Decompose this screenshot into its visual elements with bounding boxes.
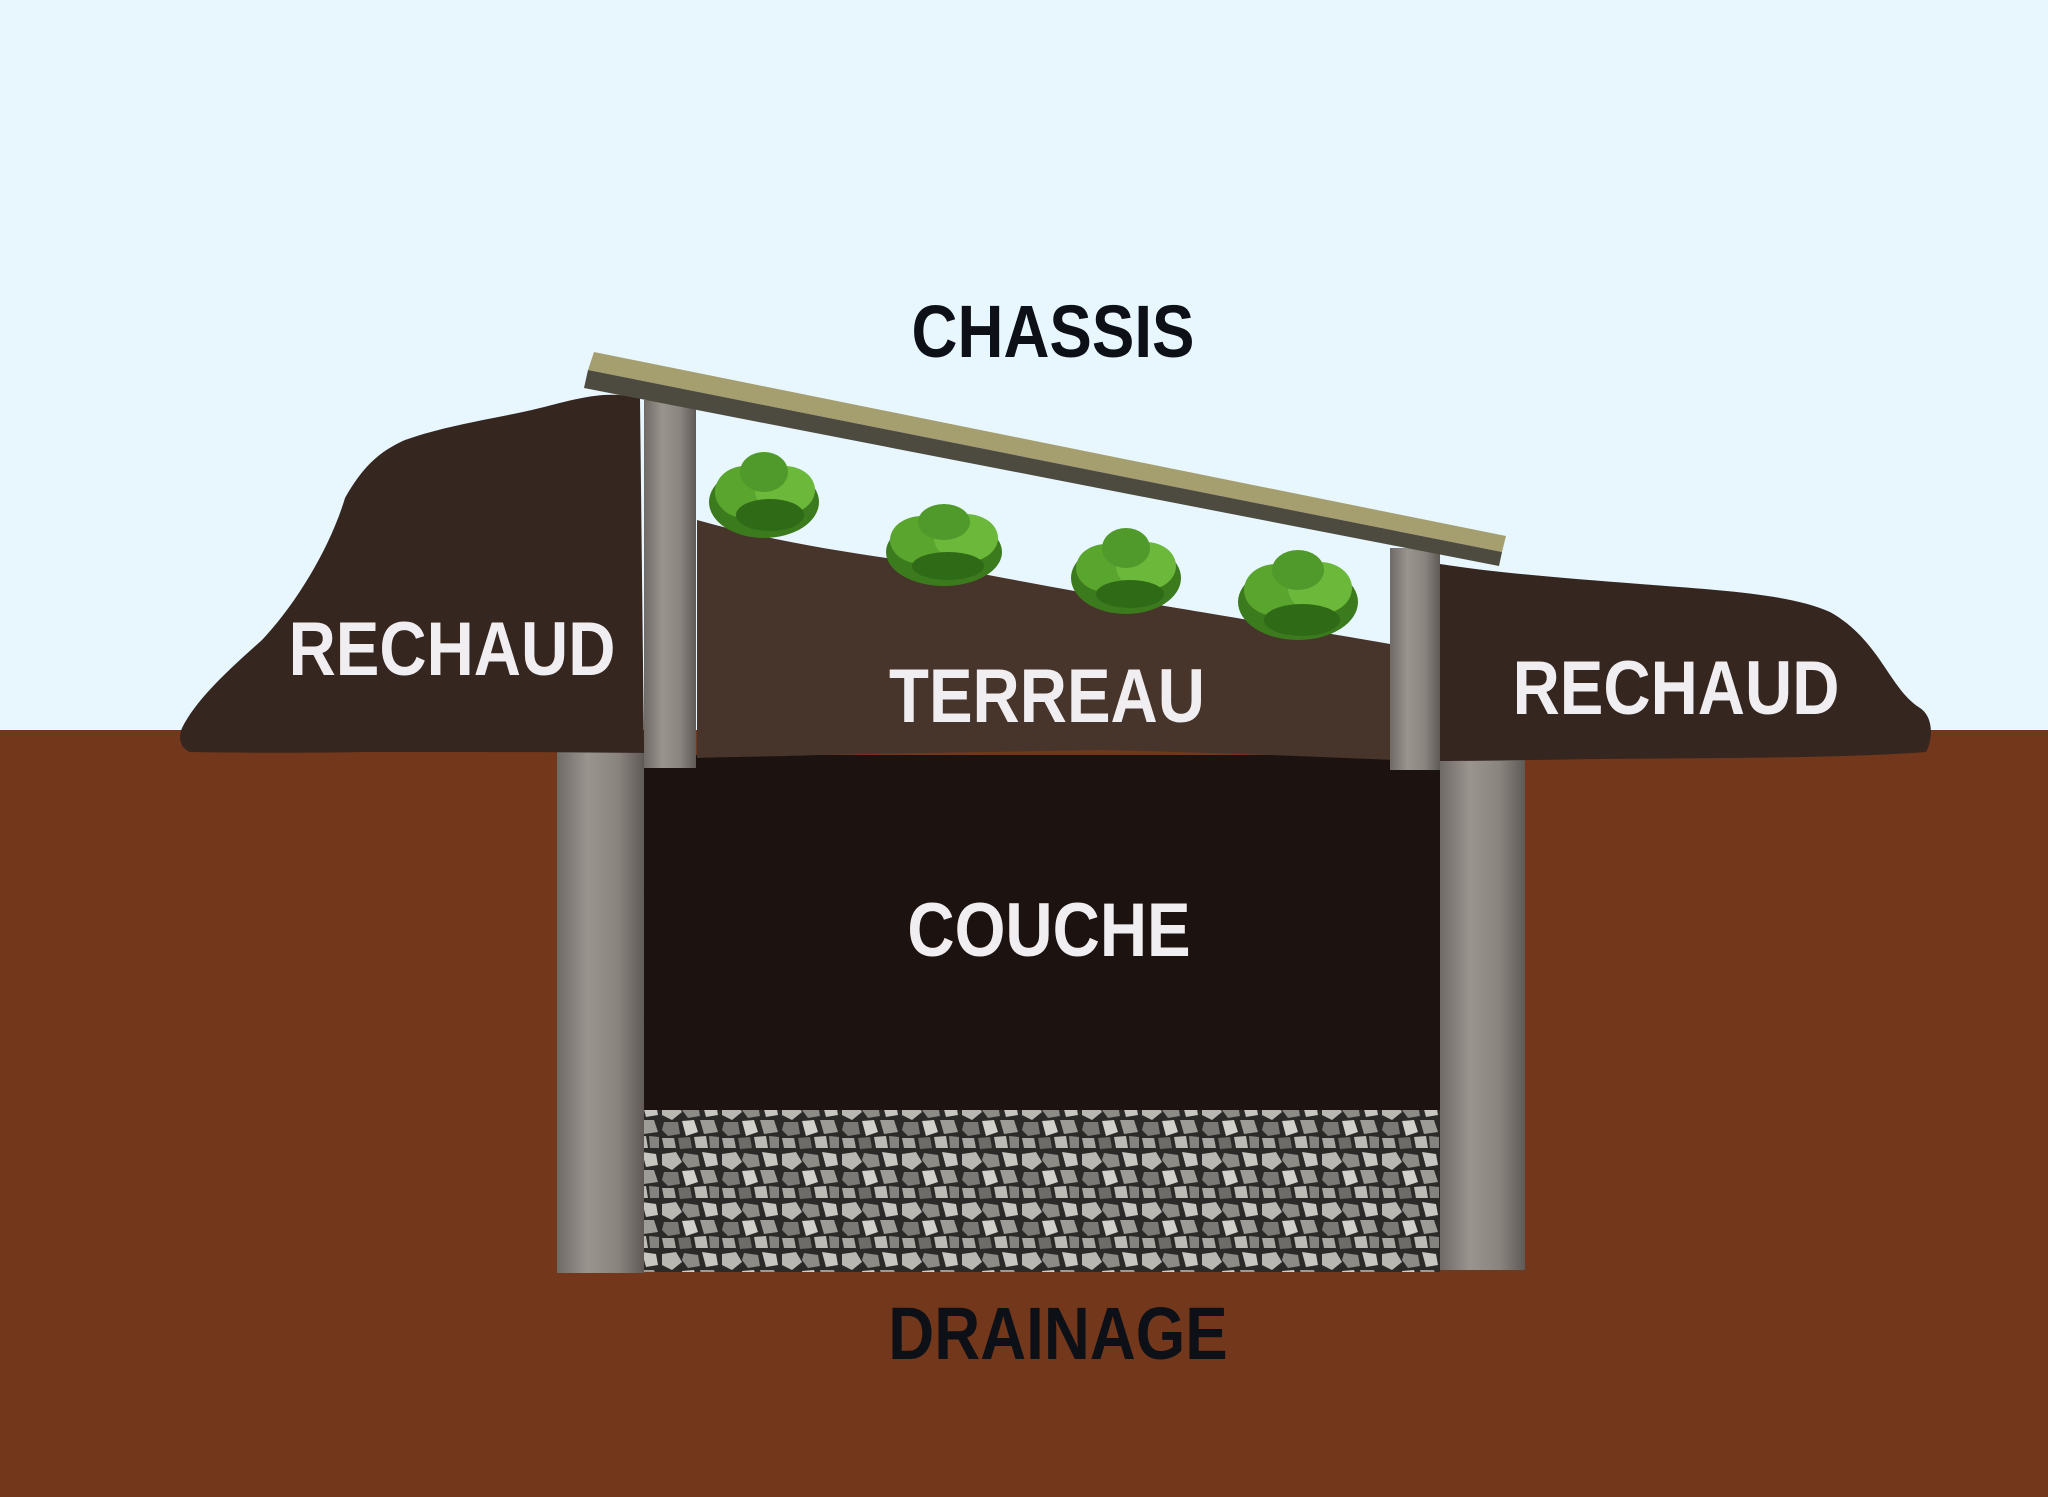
chassis-label: CHASSIS	[911, 290, 1195, 373]
drainage-label: DRAINAGE	[888, 1292, 1228, 1375]
rechaud-right-mound	[1440, 564, 1931, 761]
terreau-layer	[697, 520, 1395, 760]
drainage-gravel	[644, 1110, 1440, 1272]
right-pit-post	[1440, 755, 1525, 1270]
terreau-label: TERREAU	[889, 654, 1205, 739]
plant-1	[709, 452, 819, 538]
plant-4	[1238, 550, 1358, 640]
rechaud-left-label: RECHAUD	[288, 607, 616, 692]
rechaud-right-label: RECHAUD	[1512, 646, 1840, 731]
left-pit-post	[557, 748, 644, 1273]
chassis-frame	[584, 352, 1506, 566]
right-chassis-post	[1390, 548, 1440, 770]
rechaud-left-mound	[180, 394, 644, 753]
left-chassis-post	[644, 400, 696, 768]
couche-layer	[644, 755, 1440, 1113]
plant-3	[1071, 528, 1181, 614]
couche-label: COUCHE	[907, 888, 1191, 973]
plant-2	[886, 504, 1002, 586]
